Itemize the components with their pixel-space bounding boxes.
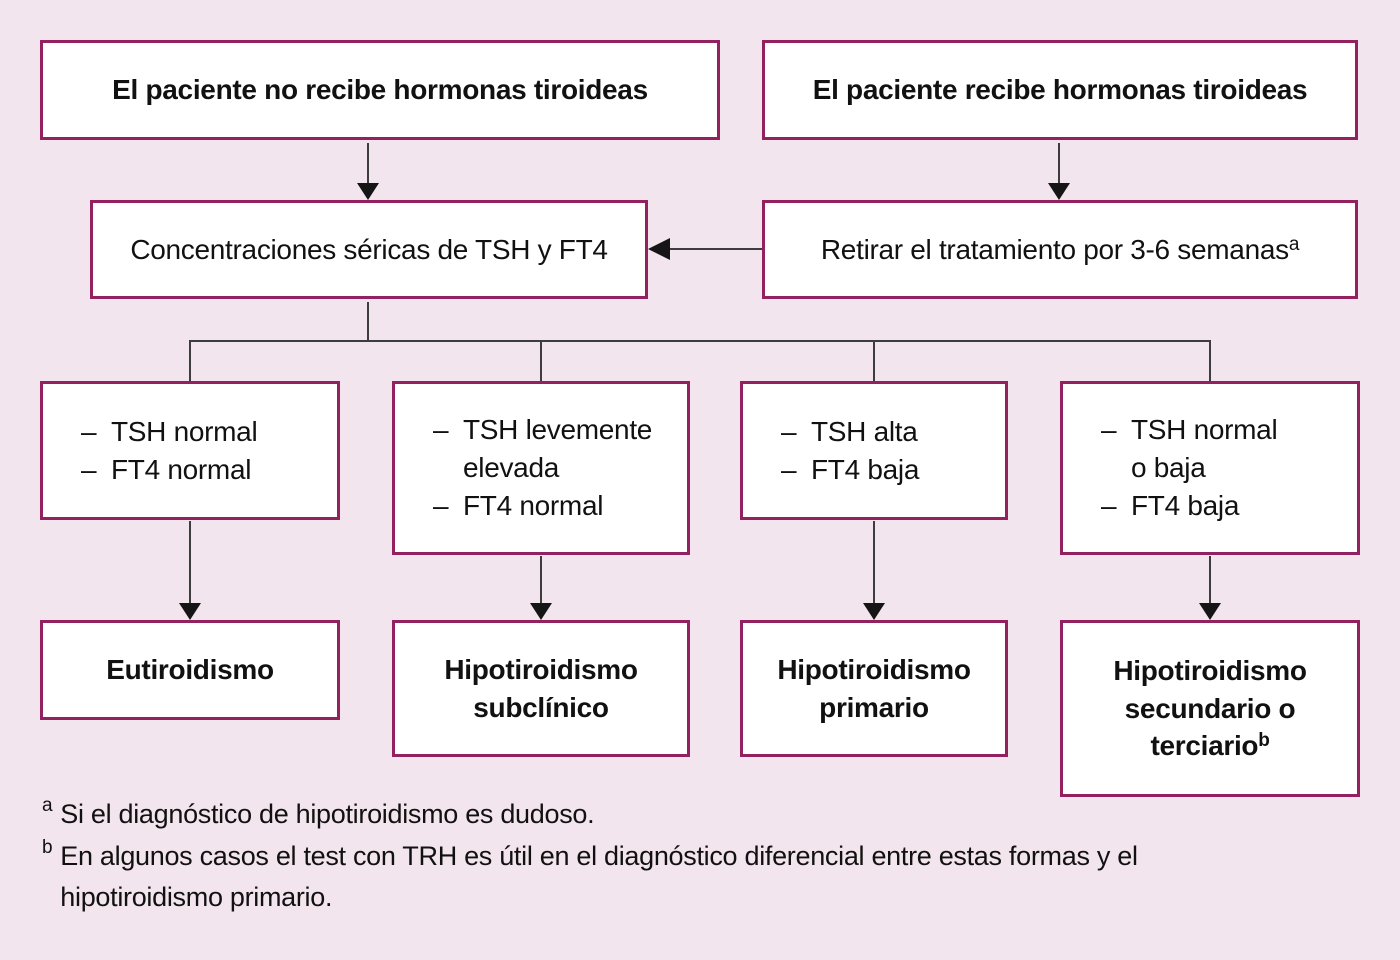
result-connector-line-4 — [1209, 556, 1211, 604]
branch-line: –TSH alta — [781, 415, 918, 447]
box-patient-no-hormones: El paciente no recibe hormonas tiroideas — [40, 40, 720, 140]
connector-right-down-line — [1058, 143, 1060, 184]
arrow-down-icon — [179, 603, 201, 620]
branch-line: –FT4 baja — [781, 453, 920, 485]
arrow-left-icon — [648, 238, 670, 260]
branch-line: elevada — [463, 452, 559, 484]
arrow-down-icon — [1048, 183, 1070, 200]
branch-line: –TSH levemente — [433, 414, 653, 446]
result-label: subclínico — [473, 691, 609, 723]
result-label: secundario o — [1124, 692, 1296, 724]
tree-drop-line-1 — [189, 341, 191, 381]
box-branch-tsh-normal-low-ft4-low: –TSH normal o baja –FT4 baja — [1060, 381, 1360, 555]
footnote-a: a Si el diagnóstico de hipotiroidismo es… — [42, 794, 595, 835]
result-connector-line-3 — [873, 521, 875, 604]
tree-drop-line-4 — [1209, 341, 1211, 381]
arrow-down-icon — [1199, 603, 1221, 620]
footnote-b-marker: b — [42, 837, 53, 858]
footnote-b-text: En algunos casos el test con TRH es útil… — [60, 841, 1138, 912]
box-result-secondary-tertiary-hypothyroidism: Hipotiroidismo secundario o terciariob — [1060, 620, 1360, 797]
tree-stem-line — [367, 302, 369, 341]
box-serum-tsh-ft4: Concentraciones séricas de TSH y FT4 — [90, 200, 648, 299]
box-result-euthyroidism: Eutiroidismo — [40, 620, 340, 720]
result-label: Hipotiroidismo — [777, 653, 971, 685]
footnote-a-marker: a — [42, 795, 53, 816]
box-serum-tsh-ft4-label: Concentraciones séricas de TSH y FT4 — [130, 233, 608, 265]
result-label: Hipotiroidismo — [444, 653, 638, 685]
arrow-down-icon — [357, 183, 379, 200]
connector-horizontal-line — [670, 248, 762, 250]
footnote-marker-b-ref: b — [1258, 730, 1270, 752]
result-connector-line-1 — [189, 521, 191, 604]
box-result-primary-hypothyroidism: Hipotiroidismo primario — [740, 620, 1008, 757]
connector-left-down-line — [367, 143, 369, 184]
footnote-a-text: Si el diagnóstico de hipotiroidismo es d… — [60, 799, 595, 829]
result-connector-line-2 — [540, 556, 542, 604]
tree-drop-line-2 — [540, 341, 542, 381]
box-withdraw-treatment: Retirar el tratamiento por 3-6 semanasa — [762, 200, 1358, 299]
branch-line: –TSH normal — [81, 415, 258, 447]
box-result-subclinical-hypothyroidism: Hipotiroidismo subclínico — [392, 620, 690, 757]
box-withdraw-treatment-label: Retirar el tratamiento por 3-6 semanasa — [820, 233, 1300, 265]
tree-horizontal-line — [189, 340, 1211, 342]
arrow-down-icon — [530, 603, 552, 620]
tree-drop-line-3 — [873, 341, 875, 381]
result-label: terciariob — [1150, 730, 1270, 762]
footnote-b: b En algunos casos el test con TRH es út… — [42, 836, 1230, 917]
result-label: Hipotiroidismo — [1113, 654, 1307, 686]
box-branch-tsh-high-ft4-low: –TSH alta –FT4 baja — [740, 381, 1008, 520]
branch-line: –TSH normal — [1101, 414, 1278, 446]
branch-line: –FT4 baja — [1101, 489, 1240, 521]
branch-line: –FT4 normal — [81, 453, 252, 485]
footnote-marker-a-ref: a — [1288, 233, 1300, 255]
box-patient-no-hormones-label: El paciente no recibe hormonas tiroideas — [112, 74, 648, 106]
branch-line: o baja — [1131, 452, 1206, 484]
box-patient-hormones: El paciente recibe hormonas tiroideas — [762, 40, 1358, 140]
box-branch-tsh-slightly-elevated: –TSH levemente elevada –FT4 normal — [392, 381, 690, 555]
box-branch-tsh-normal-ft4-normal: –TSH normal –FT4 normal — [40, 381, 340, 520]
branch-line: –FT4 normal — [433, 489, 604, 521]
box-patient-hormones-label: El paciente recibe hormonas tiroideas — [812, 74, 1308, 106]
result-label: primario — [819, 691, 929, 723]
result-label: Eutiroidismo — [106, 654, 274, 686]
arrow-down-icon — [863, 603, 885, 620]
